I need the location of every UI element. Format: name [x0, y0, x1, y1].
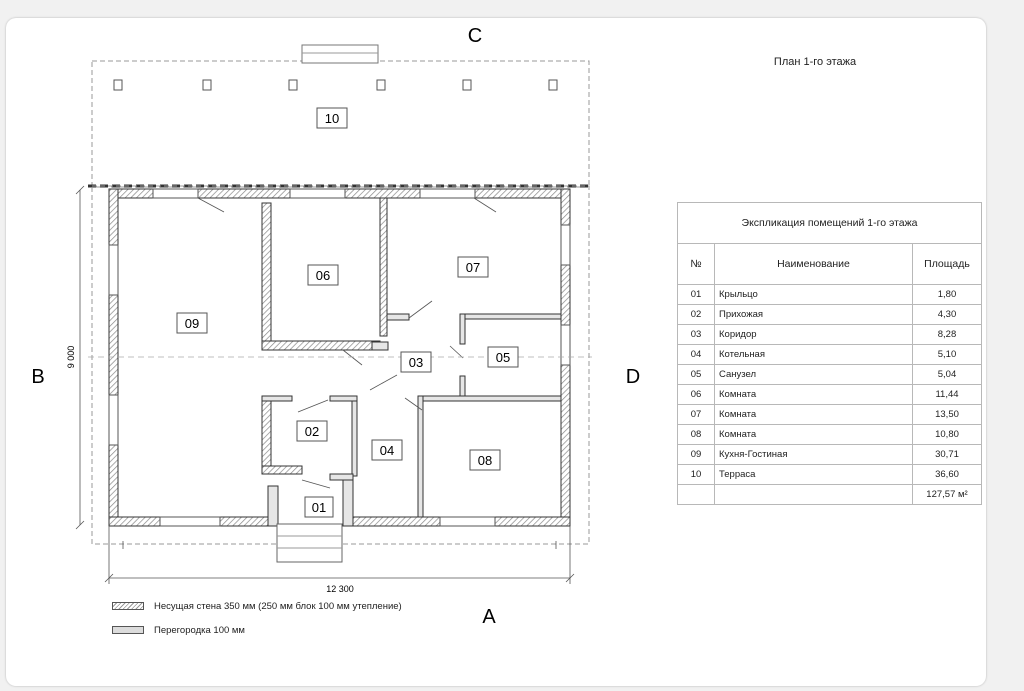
- cell-name: Кухня-Гостиная: [714, 444, 913, 465]
- cell-name: Котельная: [714, 344, 913, 365]
- terrace-posts: [113, 79, 558, 91]
- cell-num: 09: [677, 444, 715, 465]
- dimension-lines: [75, 185, 575, 584]
- cell-name: Крыльцо: [714, 284, 913, 305]
- terrace-steps: [301, 44, 379, 64]
- cell-area: 36,60: [912, 464, 982, 485]
- table-header-row: № Наименование Площадь: [677, 243, 982, 285]
- cell-name: Коридор: [714, 324, 913, 345]
- total-area: 127,57 м²: [912, 484, 982, 505]
- cell-num: 01: [677, 284, 715, 305]
- cell-area: 30,71: [912, 444, 982, 465]
- cell-num: 04: [677, 344, 715, 365]
- room-label-01: 01: [312, 500, 326, 515]
- table-caption-row: Экспликация помещений 1-го этажа: [677, 202, 982, 244]
- cell-area: 1,80: [912, 284, 982, 305]
- room-label-07: 07: [466, 260, 480, 275]
- header-name: Наименование: [714, 243, 913, 285]
- total-name: [714, 484, 913, 505]
- axis-label-left: B: [31, 366, 44, 388]
- axis-label-right: D: [626, 366, 640, 388]
- cell-name: Санузел: [714, 364, 913, 385]
- explication-table: Экспликация помещений 1-го этажа № Наиме…: [677, 202, 982, 505]
- room-labels: 01 02 03 04 05 06 07 08 09 10: [176, 107, 519, 518]
- cell-name: Прихожая: [714, 304, 913, 325]
- cell-area: 8,28: [912, 324, 982, 345]
- room-label-08: 08: [478, 453, 492, 468]
- room-label-03: 03: [409, 355, 423, 370]
- legend-partition: Перегородка 100 мм: [112, 625, 245, 636]
- entrance-steps: [276, 523, 343, 563]
- room-label-06: 06: [316, 268, 330, 283]
- room-label-04: 04: [380, 443, 394, 458]
- cell-num: 08: [677, 424, 715, 445]
- cell-num: 06: [677, 384, 715, 405]
- cell-area: 5,04: [912, 364, 982, 385]
- cell-area: 13,50: [912, 404, 982, 425]
- cell-num: 07: [677, 404, 715, 425]
- cell-name: Комната: [714, 424, 913, 445]
- cell-name: Терраса: [714, 464, 913, 485]
- light-partitions: [261, 313, 562, 527]
- table-total-row: 127,57 м²: [677, 484, 982, 505]
- dimension-width: 12 300: [326, 584, 354, 594]
- room-label-10: 10: [325, 111, 339, 126]
- cell-num: 05: [677, 364, 715, 385]
- plan-title: План 1-го этажа: [773, 56, 857, 68]
- table-caption: Экспликация помещений 1-го этажа: [677, 202, 982, 244]
- axis-label-bottom: A: [482, 606, 496, 628]
- foundation-outline: [91, 185, 590, 545]
- windows: [108, 188, 571, 527]
- legend-bearing-wall: Несущая стена 350 мм (250 мм блок 100 мм…: [112, 601, 402, 612]
- cell-name: Комната: [714, 404, 913, 425]
- room-label-05: 05: [496, 350, 510, 365]
- cell-num: 02: [677, 304, 715, 325]
- cell-area: 10,80: [912, 424, 982, 445]
- total-num: [677, 484, 715, 505]
- legend-bearing-wall-text: Несущая стена 350 мм (250 мм блок 100 мм…: [154, 601, 402, 612]
- cell-name: Комната: [714, 384, 913, 405]
- header-area: Площадь: [912, 243, 982, 285]
- partition-swatch: [112, 626, 144, 635]
- dimension-height: 9 000: [66, 346, 76, 369]
- room-label-09: 09: [185, 316, 199, 331]
- cell-area: 11,44: [912, 384, 982, 405]
- floor-plan: 12 300 9 000 C A B D 01 02 03 04 05 06 0…: [31, 25, 640, 628]
- door-swings: [197, 197, 497, 489]
- cell-area: 4,30: [912, 304, 982, 325]
- cell-num: 10: [677, 464, 715, 485]
- header-num: №: [677, 243, 715, 285]
- legend-partition-text: Перегородка 100 мм: [154, 625, 245, 636]
- cell-num: 03: [677, 324, 715, 345]
- cell-area: 5,10: [912, 344, 982, 365]
- room-label-02: 02: [305, 424, 319, 439]
- axis-label-top: C: [468, 25, 482, 47]
- hatch-swatch: [112, 602, 144, 611]
